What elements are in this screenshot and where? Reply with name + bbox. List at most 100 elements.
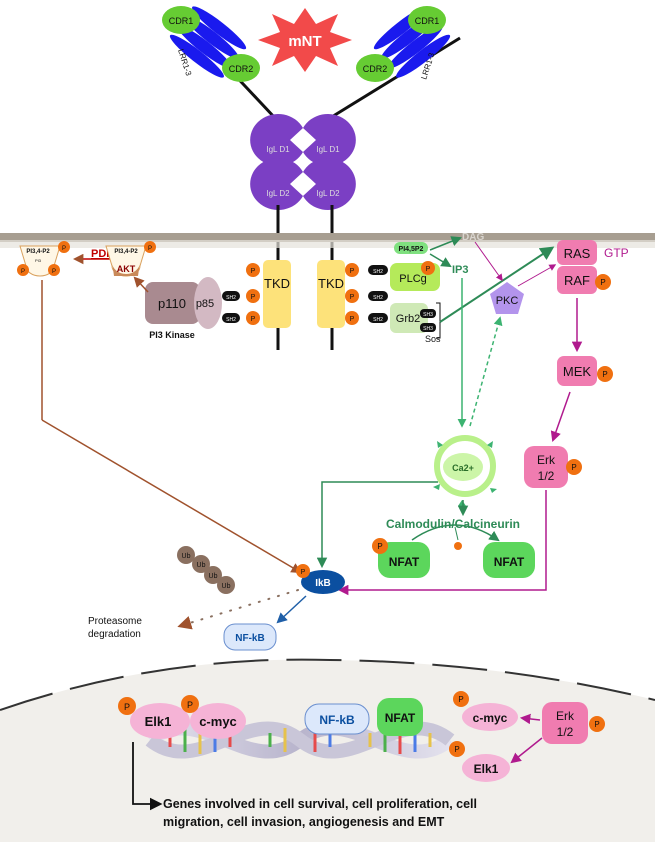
- tkd-left-label: TKD: [264, 276, 290, 291]
- akt: PI3,4-P2 AKT P: [105, 241, 156, 277]
- genes-line1: Genes involved in cell survival, cell pr…: [163, 797, 477, 811]
- elk1-target-label: Elk1: [474, 762, 499, 776]
- ca-label: Ca2+: [452, 463, 474, 473]
- arrow-erk-ikb: [337, 490, 547, 596]
- svg-text:P: P: [124, 702, 130, 712]
- ip3-label: IP3: [452, 264, 469, 276]
- erk-nuclear-line1: Erk: [556, 709, 575, 723]
- arrow-ca-pkc: [469, 316, 503, 427]
- erk-cyto-line2: 1/2: [538, 469, 555, 483]
- arrow-dag-pkc: [474, 241, 503, 282]
- nfat-nuclear: NFAT: [377, 698, 423, 736]
- arrow-akt-ikb: [41, 419, 302, 574]
- svg-text:SH2: SH2: [373, 317, 383, 323]
- pkc-label: PKC: [496, 295, 519, 307]
- cdr1-right-label: CDR1: [415, 16, 440, 26]
- svg-text:SH2: SH2: [373, 269, 383, 275]
- ras-label: RAS: [564, 246, 591, 261]
- mek: MEK P: [557, 356, 613, 386]
- receptor-right-arm: [329, 36, 461, 120]
- plcg-label: PLCg: [399, 273, 427, 285]
- raf: RAF P: [557, 266, 611, 294]
- ikb: IkB P: [296, 564, 345, 594]
- svg-text:Ub: Ub: [197, 562, 206, 569]
- svg-text:P: P: [148, 246, 152, 252]
- tkd-right: TKD: [317, 260, 345, 328]
- akt-label: AKT: [117, 264, 136, 274]
- nfat-active-label: NFAT: [494, 555, 525, 569]
- plcg: PLCg P: [390, 261, 440, 291]
- lrr-left: [169, 6, 247, 78]
- pi45p2: PI4,5P2: [394, 242, 428, 254]
- ubiquitin-chain: Ub Ub Ub Ub: [177, 546, 235, 594]
- proteasome-line1: Proteasome: [88, 616, 142, 627]
- svg-text:P: P: [458, 695, 463, 704]
- pkc: PKC: [490, 282, 524, 314]
- tkd-left: TKD: [263, 260, 291, 328]
- elk1-nuclear-label: Elk1: [145, 714, 172, 729]
- tkd-right-phospho: P P P: [345, 263, 359, 325]
- elk1-nuclear: Elk1 P: [118, 697, 190, 739]
- svg-text:SH3: SH3: [423, 326, 433, 332]
- plasma-membrane: [0, 233, 655, 242]
- nfat-phospho-label: NFAT: [389, 555, 420, 569]
- arrow-grb2-ras: [439, 246, 555, 323]
- nfat-nuclear-label: NFAT: [385, 711, 416, 725]
- arrow-mek-erk: [550, 391, 571, 442]
- arrow-pkc-raf: [517, 264, 557, 287]
- grb2-sos: Grb2 SH3 SH3 Sos: [390, 302, 441, 344]
- svg-text:P: P: [52, 269, 56, 275]
- igl-d2-right-label: IgL D2: [316, 189, 340, 198]
- cmyc-erk-target: c-myc P: [453, 691, 518, 731]
- svg-text:P: P: [426, 266, 431, 273]
- calmodulin-label: Calmodulin/Calcineurin: [386, 517, 520, 531]
- nfkb-nuclear: NF-kB: [304, 703, 370, 735]
- arrow-genes: [132, 742, 163, 811]
- igl-d1-left-label: IgL D1: [266, 145, 290, 154]
- erk-nuclear-line2: 1/2: [557, 725, 574, 739]
- nfat-active: NFAT: [483, 542, 535, 578]
- svg-text:P: P: [600, 278, 605, 287]
- genes-line2: migration, cell invasion, angiogenesis a…: [163, 815, 445, 829]
- cdr1-left: CDR1: [162, 6, 200, 34]
- svg-text:Ub: Ub: [222, 583, 231, 590]
- svg-text:P: P: [350, 316, 355, 323]
- pi3-kinase: p110 p85 PI3 Kinase: [145, 277, 222, 340]
- erk-cyto: Erk 1/2 P: [524, 446, 582, 488]
- cmyc-target-label: c-myc: [473, 711, 508, 725]
- arrow-proteasome: [177, 589, 299, 630]
- nfkb-nuclear-label: NF-kB: [319, 713, 355, 727]
- mnt-ligand: mNT: [258, 8, 352, 72]
- arrow-ca-ikb: [316, 481, 438, 569]
- svg-text:P: P: [377, 542, 382, 551]
- svg-text:P: P: [187, 700, 193, 710]
- calcium: Ca2+: [433, 435, 497, 506]
- sos-label: Sos: [425, 334, 441, 344]
- igl-domains: IgL D1 IgL D1 IgL D2 IgL D2: [250, 114, 356, 211]
- gtp-label: GTP: [604, 246, 629, 260]
- tkd-right-label: TKD: [318, 276, 344, 291]
- svg-text:SH2: SH2: [226, 295, 236, 301]
- proteasome-line2: degradation: [88, 629, 141, 640]
- svg-text:P: P: [454, 745, 459, 754]
- erk-cyto-line1: Erk: [537, 453, 556, 467]
- pi34p2-right-label: PI3,4-P2: [114, 249, 138, 255]
- svg-text:PI3: PI3: [35, 258, 42, 263]
- cdr2-left: CDR2: [222, 54, 260, 82]
- pi34p2-left: PI3,4-P2 PI3 P P P: [17, 241, 70, 277]
- tkd-left-phospho: P P P: [246, 263, 260, 325]
- svg-text:P: P: [350, 294, 355, 301]
- sh2-left: SH2 SH2: [222, 291, 240, 323]
- svg-text:P: P: [350, 268, 355, 275]
- igl-d1-right-label: IgL D1: [316, 145, 340, 154]
- svg-text:P: P: [251, 268, 256, 275]
- svg-text:P: P: [301, 569, 306, 576]
- svg-text:P: P: [602, 370, 607, 379]
- sh2-right: SH2 SH2 SH2: [368, 265, 388, 323]
- cdr2-right: CDR2: [356, 54, 394, 82]
- svg-text:P: P: [251, 294, 256, 301]
- pi3k-label: PI3 Kinase: [149, 330, 195, 340]
- cdr2-left-label: CDR2: [229, 64, 254, 74]
